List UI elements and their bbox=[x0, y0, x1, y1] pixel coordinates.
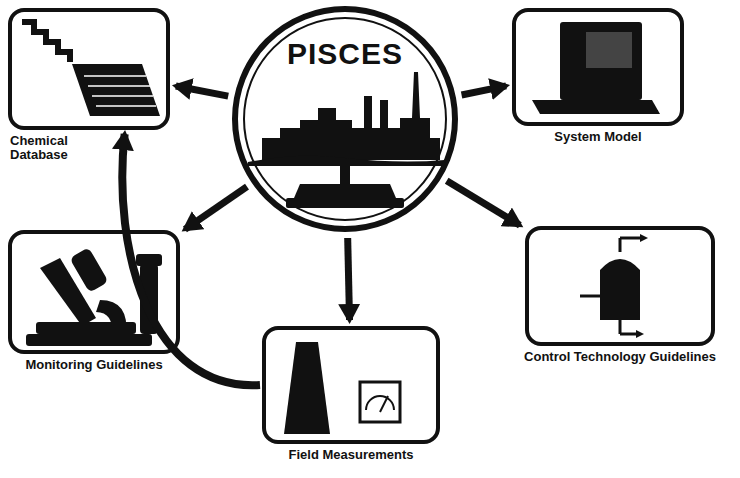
emblem-title: PISCES bbox=[238, 38, 452, 70]
database-sheets bbox=[22, 22, 160, 116]
stack-meter-icon bbox=[284, 342, 400, 434]
computer-icon bbox=[532, 22, 660, 114]
box-caption: Control Technology Guidelines bbox=[507, 350, 733, 364]
flow-arrow bbox=[176, 86, 228, 96]
monitoring-box: Monitoring Guidelines bbox=[8, 230, 180, 354]
field-box: Field Measurements bbox=[262, 326, 440, 444]
database-box: Chemical Database bbox=[8, 8, 170, 130]
control-box: Control Technology Guidelines bbox=[525, 226, 715, 346]
model-box: System Model bbox=[512, 8, 684, 126]
power-plant bbox=[248, 72, 445, 208]
pisces-emblem: PISCES bbox=[232, 6, 458, 232]
box-caption: Chemical Database bbox=[10, 134, 82, 162]
flow-arrow bbox=[447, 181, 520, 225]
box-caption: Monitoring Guidelines bbox=[0, 358, 189, 372]
flow-arrow bbox=[462, 86, 507, 95]
flow-arrow bbox=[185, 187, 247, 230]
box-caption: Field Measurements bbox=[251, 448, 451, 462]
flow-arrow bbox=[348, 238, 350, 320]
return-arrow bbox=[122, 134, 260, 385]
vessel-icon bbox=[580, 234, 648, 338]
box-caption: System Model bbox=[498, 130, 698, 144]
